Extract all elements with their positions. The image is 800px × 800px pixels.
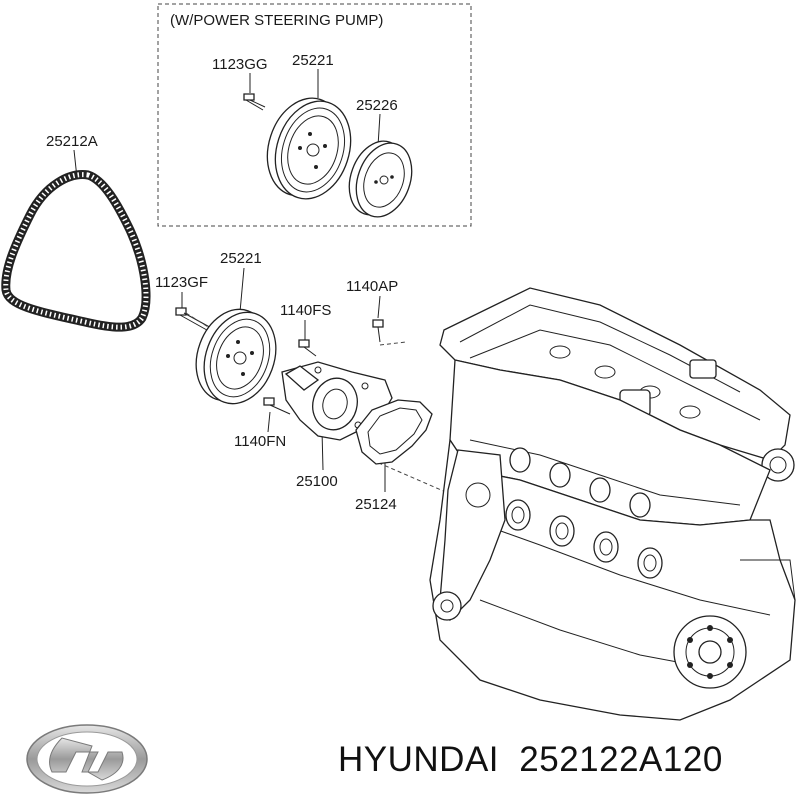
belt-25212A (1, 170, 151, 332)
flywheel-flange (673, 615, 747, 689)
part-number: 252122A120 (519, 740, 723, 779)
label-25100: 25100 (296, 473, 338, 490)
pulley-25221-top (266, 97, 352, 200)
label-25212A: 25212A (46, 133, 98, 150)
label-1140FN: 1140FN (234, 433, 286, 450)
gasket-25124 (355, 399, 433, 465)
label-1140AP: 1140AP (346, 278, 398, 295)
label-1123GF: 1123GF (155, 274, 208, 291)
exhaust-ports (505, 447, 663, 579)
label-1123GG: 1123GG (212, 56, 268, 73)
power-steering-box (157, 3, 472, 227)
label-25221-top: 25221 (292, 52, 334, 69)
pulley-25226 (348, 140, 413, 218)
bolt-1123GG (243, 93, 266, 111)
engine-assembly (429, 287, 796, 721)
bolt-1140AP (372, 319, 384, 343)
label-25221-mid: 25221 (220, 250, 262, 267)
brand-caption: HYUNDAI 252122A120 (338, 740, 793, 792)
bolt-1140FS (298, 339, 317, 357)
maker-name: HYUNDAI (338, 740, 500, 779)
pulley-25221-mid (195, 308, 277, 405)
bolt-1140FN (263, 397, 291, 415)
label-25124: 25124 (355, 496, 397, 513)
label-25226: 25226 (356, 97, 398, 114)
box-caption: (W/POWER STEERING PUMP) (170, 12, 383, 29)
label-1140FS: 1140FS (280, 302, 331, 319)
hyundai-logo (26, 724, 148, 794)
